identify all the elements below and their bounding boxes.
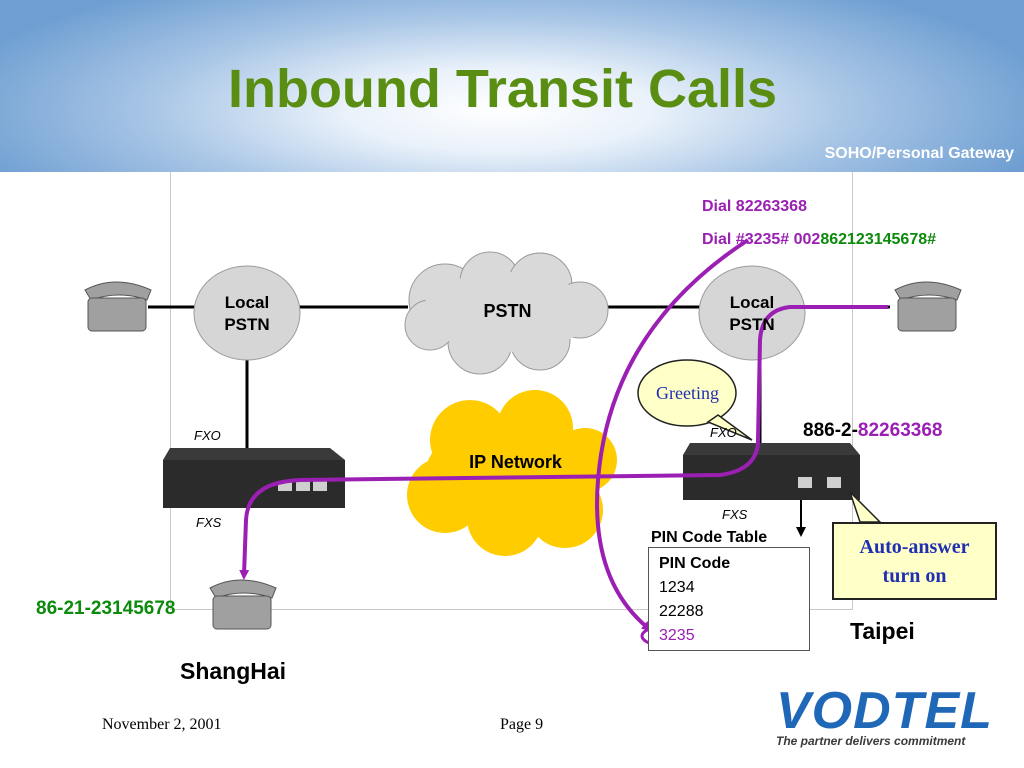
auto-answer-callout: Auto-answer turn on <box>832 522 997 600</box>
ip-network-cloud <box>407 390 617 556</box>
phone-icon <box>894 281 962 332</box>
footer-date: November 2, 2001 <box>102 716 222 733</box>
pin-table-header: PIN Code <box>659 555 731 572</box>
page-subtitle: SOHO/Personal Gateway <box>824 145 1014 162</box>
page-title: Inbound Transit Calls <box>227 59 778 119</box>
shanghai-number: 86-21-23145678 <box>36 598 176 619</box>
phone-icon <box>209 579 277 630</box>
local-pstn-left-oval <box>193 265 301 361</box>
dial-line-2: Dial #3235# 002862123145678# <box>702 231 937 248</box>
phone-icon <box>84 281 152 332</box>
fxo-right-label: FXO <box>710 425 737 440</box>
pin-table-row: 3235 <box>659 627 695 644</box>
greeting-label: Greeting <box>656 383 719 403</box>
footer-page-number: Page 9 <box>500 716 544 733</box>
local-pstn-left-label: Local PSTN <box>224 293 270 334</box>
local-pstn-right-label: Local PSTN <box>729 293 775 334</box>
header-banner <box>0 0 1024 172</box>
logo-tagline: The partner delivers commitment <box>776 734 966 748</box>
taipei-number: 886-2-82263368 <box>803 420 943 441</box>
greeting-callout <box>637 359 753 441</box>
fxs-right-label: FXS <box>722 507 748 522</box>
pin-dial-arrow <box>595 238 750 632</box>
call-path-arrow <box>239 305 888 580</box>
pstn-cloud <box>404 251 609 375</box>
dial-line-1: Dial 82263368 <box>702 198 807 215</box>
local-pstn-right-oval <box>698 265 806 361</box>
gateway-device-right <box>683 443 860 500</box>
auto-answer-pointer <box>849 491 882 523</box>
pin-table-row: 22288 <box>659 603 704 620</box>
pin-table-row: 1234 <box>659 579 695 596</box>
fxo-left-label: FXO <box>194 428 221 443</box>
fxs-left-label: FXS <box>196 515 222 530</box>
pin-table-caption: PIN Code Table <box>651 529 768 546</box>
pin-code-table: PIN Code 1234 22288 3235 <box>648 547 810 651</box>
vodtel-logo: VODTEL <box>776 682 993 740</box>
auto-answer-label: Auto-answer turn on <box>859 536 970 587</box>
ip-network-label: IP Network <box>469 452 562 472</box>
city-taipei: Taipei <box>850 618 915 644</box>
city-shanghai: ShangHai <box>180 658 287 684</box>
diagram-frame <box>170 172 853 610</box>
pstn-label: PSTN <box>483 301 532 321</box>
